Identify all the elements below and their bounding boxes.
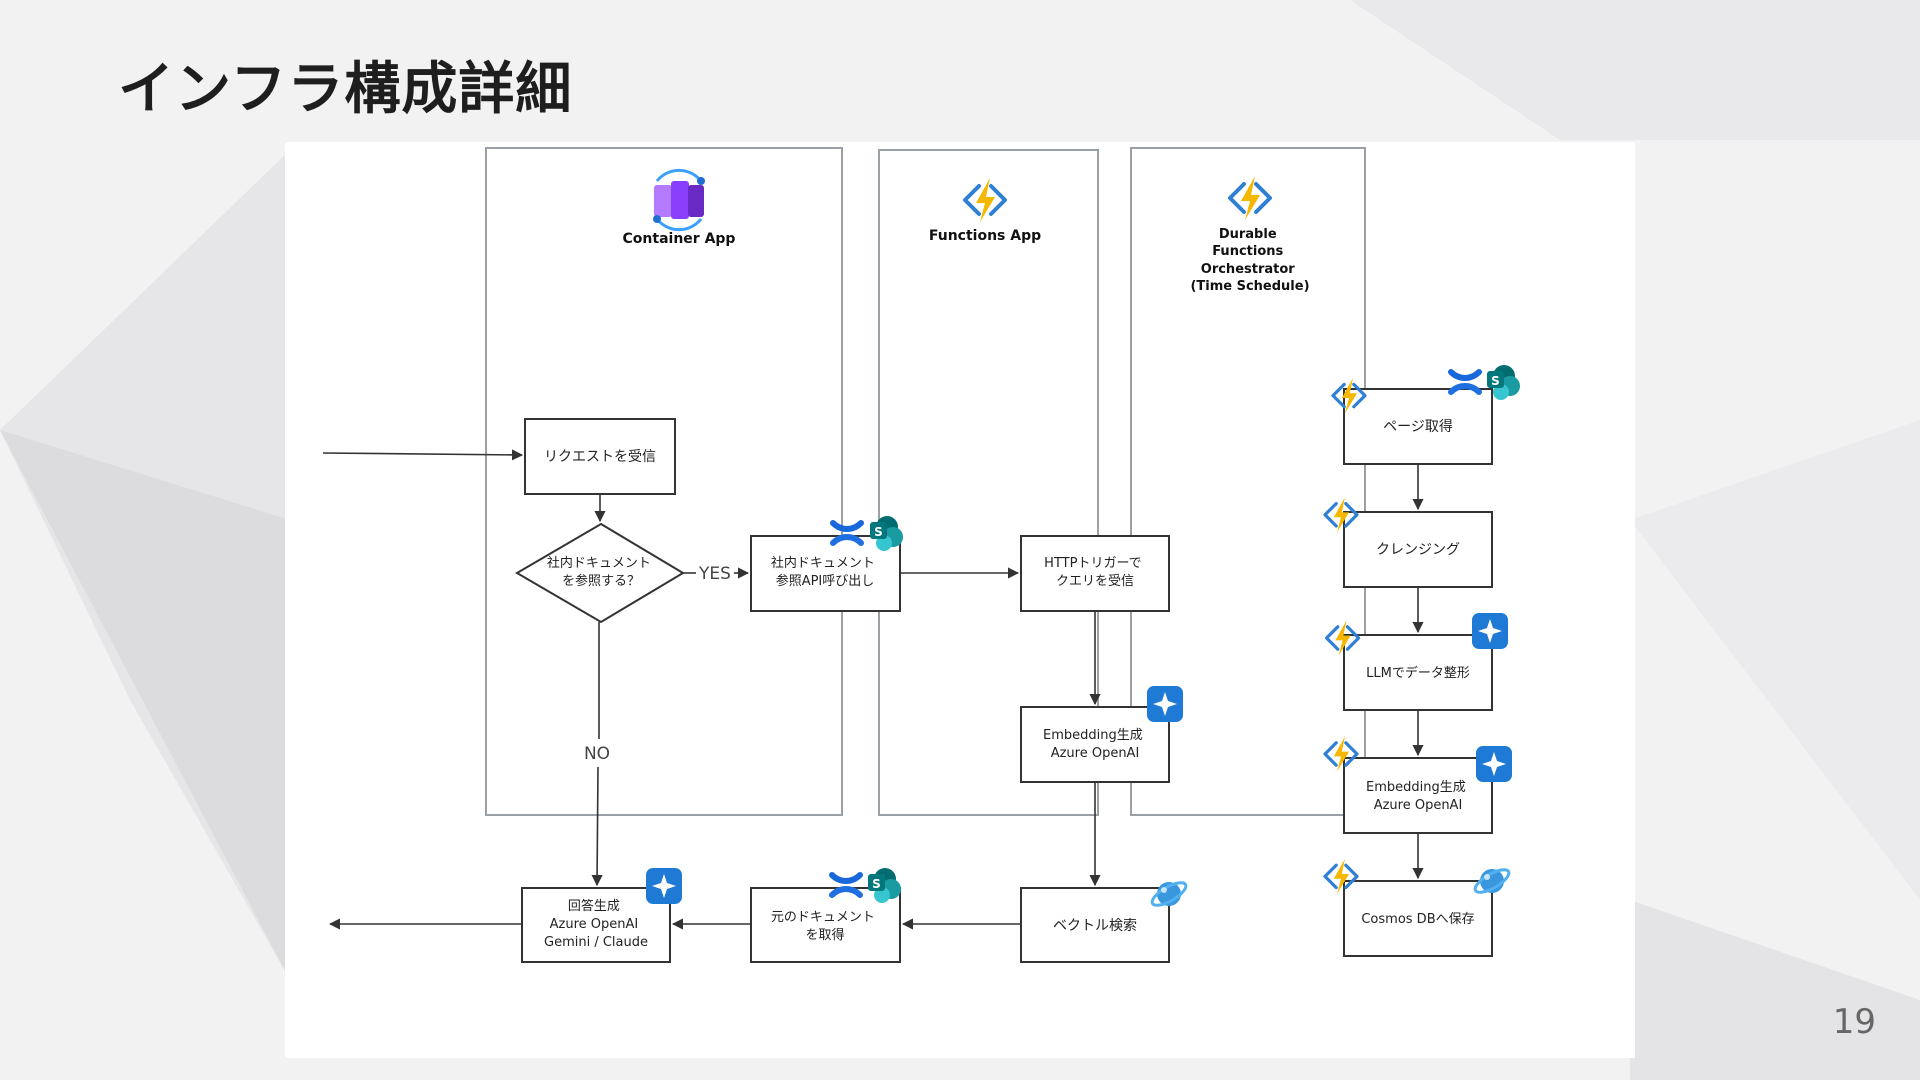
- durable-label-line: Orchestrator: [1201, 262, 1296, 277]
- container-app-label: Container App: [623, 231, 736, 247]
- node-text-line: を参照する？: [562, 573, 640, 589]
- node-text-line: Gemini / Claude: [544, 935, 648, 950]
- node-receive-text: リクエストを受信: [544, 449, 656, 465]
- node-embedding-docs: [1343, 757, 1493, 834]
- node-text-line: Embedding生成: [1366, 780, 1466, 795]
- node-text-line: 社内ドキュメント: [771, 555, 875, 571]
- node-text-line: Azure OpenAI: [1051, 746, 1140, 761]
- node-generate-answer-text: 回答生成 Azure OpenAI Gemini / Claude: [544, 898, 648, 950]
- node-fetch-original: [750, 887, 901, 963]
- node-generate-answer: [521, 887, 671, 963]
- node-get-page-text: ページ取得: [1383, 418, 1453, 435]
- node-text-line: ベクトル検索: [1053, 917, 1137, 934]
- node-text-line: 社内ドキュメント: [547, 555, 651, 571]
- azure-openai-icon: [1147, 686, 1183, 722]
- architecture-diagram: S Container App Functions App Durable Fu…: [285, 142, 1635, 1058]
- functions-app-label: Functions App: [929, 228, 1041, 244]
- node-text-line: ページ取得: [1383, 418, 1453, 435]
- node-text-line: Cosmos DBへ保存: [1361, 912, 1474, 927]
- node-text-line: を取得: [805, 927, 844, 943]
- slide-title: インフラ構成詳細: [118, 57, 573, 122]
- node-embedding-query-text: Embedding生成 Azure OpenAI: [1043, 728, 1147, 761]
- node-llm-format-text: LLMでデータ整形: [1366, 665, 1470, 681]
- node-vector-search: [1020, 887, 1170, 963]
- confluence-icon: [1451, 372, 1479, 392]
- node-text-line: 参照API呼び出し: [776, 573, 875, 589]
- durable-label-line: (Time Schedule): [1190, 279, 1309, 294]
- node-save-cosmos-text: Cosmos DBへ保存: [1361, 912, 1474, 927]
- node-cleansing-text: クレンジング: [1376, 542, 1460, 558]
- node-text-line: 回答生成: [568, 898, 620, 914]
- edge-label-yes: YES: [698, 564, 731, 584]
- node-text-line: Embedding生成: [1043, 728, 1143, 743]
- node-embedding-docs-text: Embedding生成 Azure OpenAI: [1366, 780, 1470, 813]
- edge-decision-no: [591, 766, 603, 887]
- node-text-line: Azure OpenAI: [550, 917, 639, 932]
- node-text-line: クエリを受信: [1056, 574, 1134, 589]
- node-fetch-original-text: 元のドキュメント を取得: [771, 910, 879, 943]
- node-text-line: HTTPトリガーで: [1044, 556, 1142, 571]
- confluence-icon: [832, 875, 860, 895]
- node-text-line: Azure OpenAI: [1374, 798, 1463, 813]
- node-llm-format: [1343, 634, 1493, 711]
- node-text-line: LLMでデータ整形: [1366, 665, 1470, 681]
- node-decision-text: 社内ドキュメント を参照する？: [547, 555, 655, 589]
- durable-label-line: Functions: [1212, 244, 1283, 259]
- container-apps-icon: [653, 168, 705, 232]
- node-cleansing: [1343, 511, 1493, 588]
- page-number: 19: [1832, 1002, 1876, 1042]
- node-receive-request: [524, 418, 676, 495]
- durable-label: Durable Functions Orchestrator (Time Sch…: [1190, 227, 1309, 294]
- node-call-doc-api-text: 社内ドキュメント 参照API呼び出し: [771, 555, 879, 589]
- edge-incoming-request: [322, 449, 524, 461]
- azure-openai-icon: [646, 868, 682, 904]
- node-http-trigger: [1020, 535, 1170, 612]
- node-decision-diamond: [515, 522, 685, 624]
- node-http-trigger-text: HTTPトリガーで クエリを受信: [1044, 556, 1146, 589]
- node-embedding-query: [1020, 706, 1170, 783]
- azure-openai-icon: [1476, 746, 1512, 782]
- node-get-page: [1343, 388, 1493, 465]
- durable-label-line: Durable: [1219, 227, 1277, 242]
- edge-label-no: NO: [584, 744, 610, 764]
- node-text-line: クレンジング: [1376, 542, 1460, 558]
- node-text-line: リクエストを受信: [544, 449, 656, 465]
- lane-functions-app: [878, 149, 1099, 816]
- node-text-line: 元のドキュメント: [771, 910, 875, 925]
- azure-openai-icon: [1472, 613, 1508, 649]
- node-save-cosmos: [1343, 880, 1493, 957]
- node-vector-search-text: ベクトル検索: [1053, 917, 1137, 934]
